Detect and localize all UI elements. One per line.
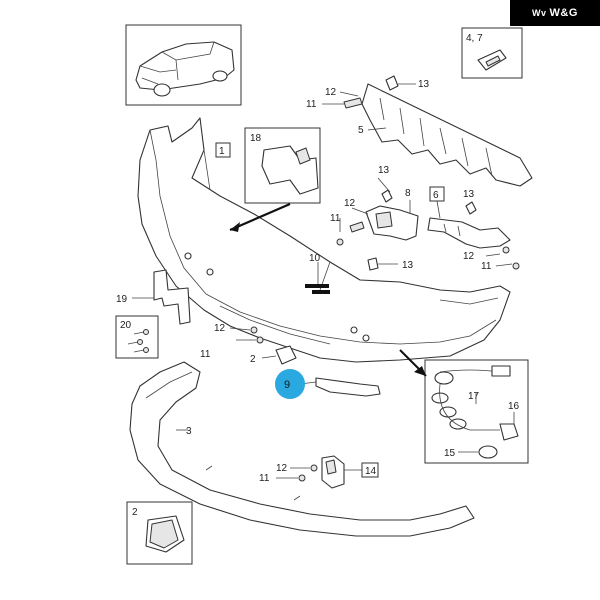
brand-logo: Wv W&G bbox=[510, 0, 600, 26]
callout-11-c: 11 bbox=[481, 261, 492, 272]
callout-11-e: 11 bbox=[259, 473, 270, 484]
fasteners-12-11-mid: 12 11 bbox=[200, 323, 264, 360]
bracket-6: 6 13 12 11 bbox=[427, 186, 520, 272]
callout-8: 8 bbox=[405, 188, 411, 199]
brand-name: W&G bbox=[549, 7, 578, 19]
callout-14: 14 bbox=[365, 466, 377, 477]
bracket-8: 13 8 12 11 bbox=[330, 165, 419, 246]
brand-mark: Wv bbox=[532, 8, 547, 18]
callout-11-d: 11 bbox=[200, 349, 211, 360]
callout-15: 15 bbox=[444, 448, 456, 459]
callout-12-b: 12 bbox=[344, 198, 356, 209]
parking-sensor-box: 17 16 15 bbox=[399, 349, 529, 464]
callout-13-b: 13 bbox=[378, 165, 390, 176]
diffuser-3: 3 bbox=[129, 361, 475, 537]
callout-20: 20 bbox=[120, 320, 132, 331]
callout-11-a: 11 bbox=[306, 99, 317, 110]
callout-13-d: 13 bbox=[402, 260, 414, 271]
reflector-18-box: 18 bbox=[229, 127, 321, 232]
callout-1: 1 bbox=[219, 146, 225, 157]
clip-13-d: 13 bbox=[367, 257, 414, 271]
callout-2: 2 bbox=[250, 354, 256, 365]
callout-13-a: 13 bbox=[418, 79, 430, 90]
bracket-14: 12 11 14 bbox=[259, 455, 379, 489]
callout-16: 16 bbox=[508, 401, 520, 412]
callout-12-e: 12 bbox=[276, 463, 288, 474]
callout-4-7: 4, 7 bbox=[466, 33, 483, 44]
callout-17: 17 bbox=[468, 391, 480, 402]
callout-18: 18 bbox=[250, 133, 262, 144]
bumper-cover-1: 1 10 bbox=[137, 117, 511, 363]
callout-11-b: 11 bbox=[330, 213, 341, 224]
callout-9: 9 bbox=[284, 379, 290, 391]
impact-absorber-5: 13 12 11 5 bbox=[306, 75, 533, 187]
towing-cap-2: 2 bbox=[250, 345, 297, 365]
bracket-19: 19 bbox=[116, 269, 191, 325]
car-thumbnail bbox=[125, 24, 242, 106]
callout-5: 5 bbox=[358, 125, 364, 136]
cap-2-box: 2 bbox=[126, 501, 193, 565]
screws-20-box: 20 bbox=[115, 315, 159, 359]
callout-12-a: 12 bbox=[325, 87, 337, 98]
callout-3: 3 bbox=[186, 426, 192, 437]
callout-10: 10 bbox=[309, 253, 321, 264]
callout-19: 19 bbox=[116, 294, 128, 305]
highlight-marker bbox=[275, 369, 305, 399]
callout-2-b: 2 bbox=[132, 507, 138, 518]
callout-6: 6 bbox=[433, 190, 439, 201]
clip-4-7-box: 4, 7 bbox=[461, 27, 523, 79]
callout-12-c: 12 bbox=[463, 251, 475, 262]
reflector-strip-9: 9 bbox=[275, 369, 381, 399]
callout-12-d: 12 bbox=[214, 323, 226, 334]
callout-13-c: 13 bbox=[463, 189, 475, 200]
